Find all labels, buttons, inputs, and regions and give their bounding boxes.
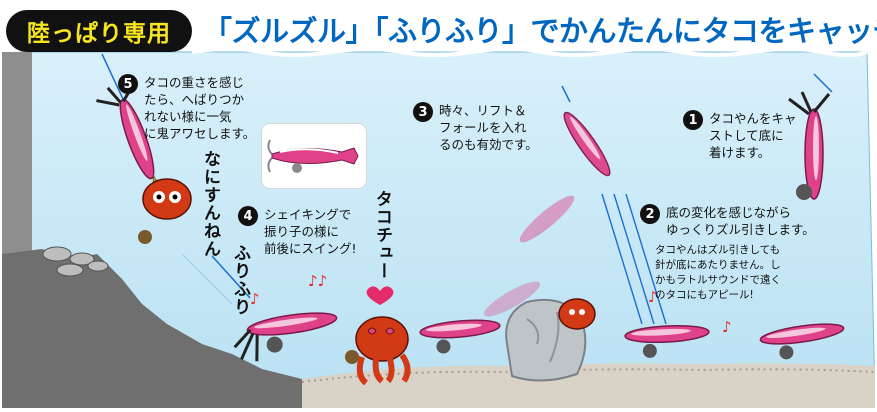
step-1-text: タコやんをキャ ストして底に 着けます。 [709,111,797,160]
lure-step1 [788,91,831,200]
step-4-number: 4 [238,206,258,226]
water-surface [191,47,868,57]
step-3: 3 時々、リフト＆ フォールを入れ るのも有効です。 [413,102,538,153]
lure-step3 [563,111,611,177]
step-2-number: 2 [640,204,660,224]
lure-middle [419,319,501,354]
step-4-text: シェイキングで 振り子の様に 前後にスイング! [264,207,357,256]
exclamation-takochu: タコチュー [372,190,392,280]
octopus-rock [558,298,596,330]
shore-only-badge: 陸っぱり専用 [6,10,192,52]
octopus-top [138,178,192,244]
step-3-text: 時々、リフト＆ フォールを入れ るのも有効です。 [439,103,538,152]
headline: 「ズルズル」「ふりふり」でかんたんにタコをキャッチ [203,14,877,48]
squid-jig-icon [267,139,359,173]
step-5-number: 5 [118,74,138,94]
music-note-icon: ♪ [648,288,658,306]
heart-icon [366,286,394,305]
lure-step2b [759,323,845,360]
shore-stones [42,246,109,277]
underwater-illustration [2,47,876,408]
octopus-bottom [345,316,411,386]
lure-step4 [233,312,338,362]
motion-lines [601,193,667,325]
exclamation-nanisunen: なにすんねん [200,150,220,258]
step-5-text: タコの重さを感じ たら、へばりつか れない様に一気 に鬼アワセします。 [144,75,256,141]
lure-step2a [624,324,710,358]
step-5: 5 タコの重さを感じ たら、へばりつか れない様に一気 に鬼アワセします。 [118,74,255,142]
step-2-note: タコやんはズル引きしても 針が底にあたりません。し かもラトルサウンドで遠く の… [655,244,781,301]
lure-ghost-2 [484,281,540,317]
step-2-text: 底の変化を感じながら ゆっくりズル引きします。 [666,205,815,237]
rocky-shore [2,249,342,408]
music-note-icon: ♪♪ [308,272,328,290]
exclamation-furifuri: ふりふり [230,244,250,316]
badge-label: 陸っぱり専用 [27,21,171,47]
step-3-number: 3 [413,102,433,122]
step-1: 1 タコやんをキャ ストして底に 着けます。 [683,110,797,161]
left-cliff [2,52,32,254]
step-1-number: 1 [683,110,703,130]
music-note-icon: ♪ [722,318,732,336]
underwater-scene [2,44,876,408]
step-4: 4 シェイキングで 振り子の様に 前後にスイング! [238,206,357,257]
music-note-icon: ♪ [250,290,260,308]
step-2: 2 底の変化を感じながら ゆっくりズル引きします。 [640,204,815,238]
lure-ghost-1 [519,195,575,243]
jig-card [262,124,366,188]
seabed [302,363,875,408]
